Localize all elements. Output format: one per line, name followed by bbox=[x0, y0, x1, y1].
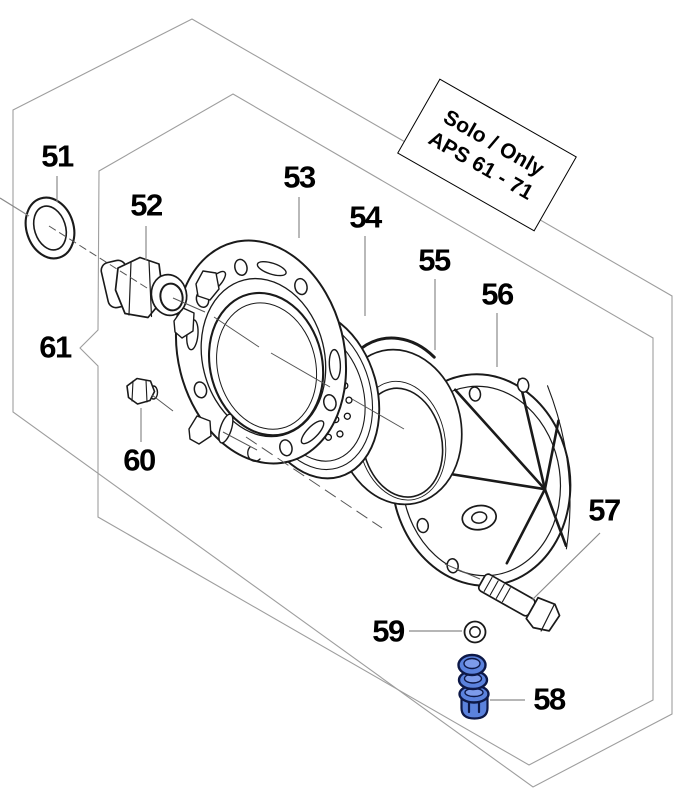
part-label-57: 57 bbox=[588, 492, 621, 528]
part-label-51: 51 bbox=[41, 138, 74, 174]
outer-boundary-frame bbox=[12, 18, 673, 788]
part-59-washer-drawing bbox=[463, 620, 487, 644]
part-label-61: 61 bbox=[39, 329, 72, 365]
part-60-nut-drawing bbox=[126, 377, 159, 405]
inner-boundary-frame bbox=[79, 93, 654, 766]
part-label-58: 58 bbox=[533, 681, 566, 717]
part-52-fitting-drawing bbox=[100, 256, 188, 319]
part-57-bolt-drawing bbox=[477, 573, 561, 632]
axis-lines bbox=[0, 197, 481, 580]
part-53-flange-drawing bbox=[173, 239, 348, 465]
part-label-52: 52 bbox=[130, 187, 163, 223]
part-58-valve-drawing bbox=[457, 653, 490, 720]
part-label-60: 60 bbox=[123, 442, 156, 478]
part-label-53: 53 bbox=[283, 159, 316, 195]
part-label-56: 56 bbox=[481, 276, 514, 312]
flange-back-lugs bbox=[173, 270, 261, 462]
part-label-54: 54 bbox=[349, 199, 382, 235]
part-51-oring-drawing bbox=[24, 196, 76, 260]
part-label-59: 59 bbox=[372, 613, 405, 649]
leader-lines bbox=[56, 176, 601, 701]
part-label-55: 55 bbox=[418, 242, 451, 278]
